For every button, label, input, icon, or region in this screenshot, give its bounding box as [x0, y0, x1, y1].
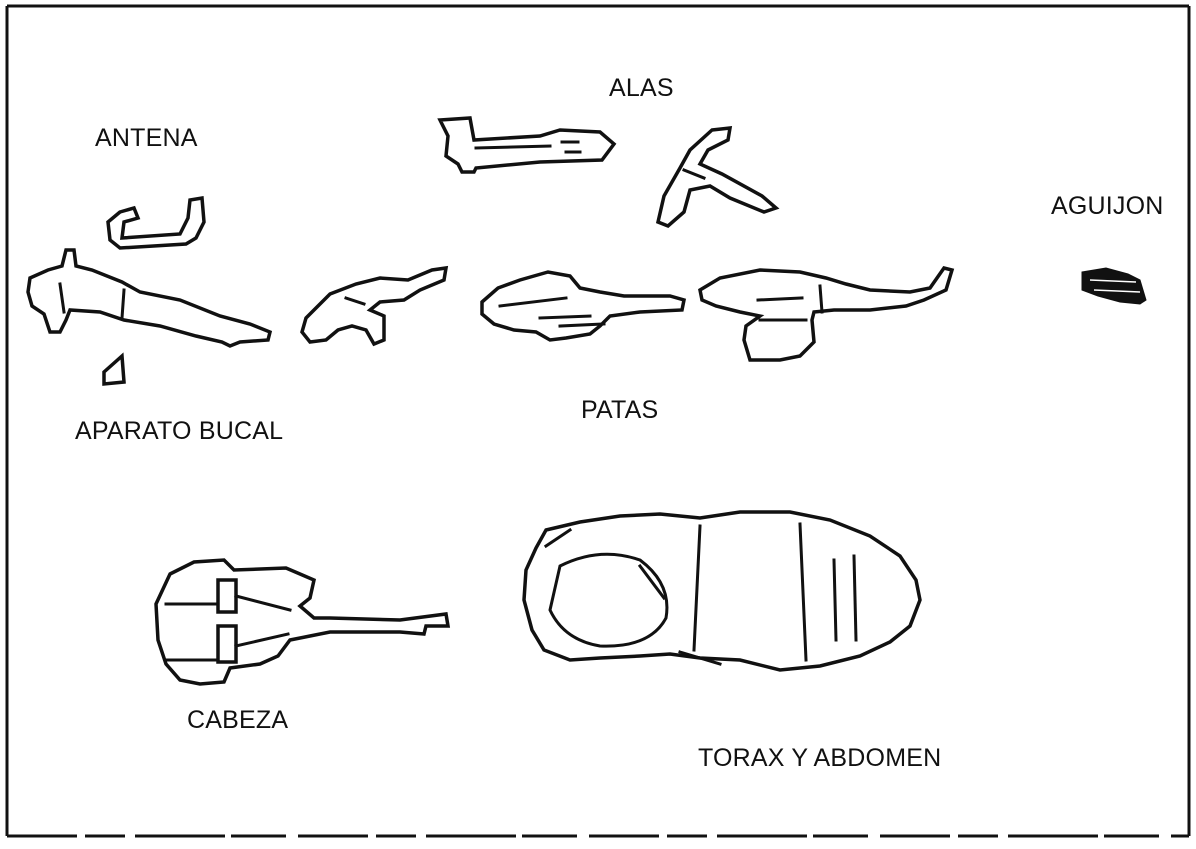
leg-1 [302, 268, 446, 344]
label-cabeza: CABEZA [187, 708, 288, 733]
wing-2 [658, 128, 776, 226]
wing-1 [440, 118, 614, 172]
leg-3 [700, 268, 952, 360]
label-torax-abdomen: TORAX Y ABDOMEN [698, 746, 941, 771]
thorax-abdomen [524, 512, 920, 670]
label-patas: PATAS [581, 398, 658, 423]
mouthparts [28, 250, 270, 384]
antenna [108, 198, 204, 248]
label-alas: ALAS [609, 76, 674, 101]
label-aparato-bucal: APARATO BUCAL [75, 419, 283, 444]
head [156, 560, 448, 684]
leg-2 [482, 272, 684, 340]
label-aguijon: AGUIJON [1051, 194, 1164, 219]
stinger [1082, 268, 1146, 304]
label-antena: ANTENA [95, 126, 198, 151]
